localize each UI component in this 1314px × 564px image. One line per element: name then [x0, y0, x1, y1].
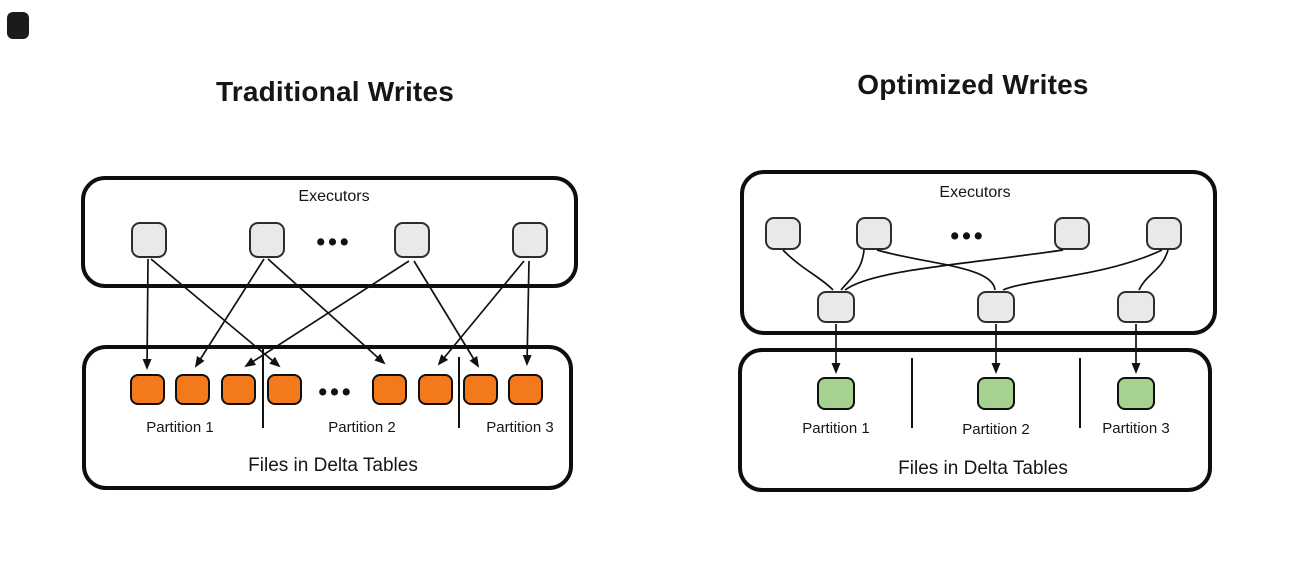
- executor-node: [765, 217, 801, 250]
- shuffle-node: [977, 291, 1015, 323]
- executor-node: [1146, 217, 1182, 250]
- executor-node: [394, 222, 430, 258]
- shuffle-node: [1117, 291, 1155, 323]
- traditional-writes-title: Traditional Writes: [215, 76, 455, 107]
- traditional-executors-label: Executors: [298, 188, 370, 205]
- file-block: [372, 374, 407, 405]
- file-block: [418, 374, 453, 405]
- partition-1-label: Partition 1: [146, 419, 214, 436]
- partition-2-label: Partition 2: [328, 419, 396, 436]
- file-block-optimized: [1117, 377, 1155, 410]
- optimized-executors-label: Executors: [939, 184, 1011, 201]
- executors-ellipsis: •••: [316, 228, 352, 256]
- executor-node: [131, 222, 167, 258]
- executors-ellipsis: •••: [950, 222, 986, 250]
- partition-3-label: Partition 3: [486, 419, 554, 436]
- partition-2-label: Partition 2: [962, 421, 1030, 438]
- file-block-optimized: [977, 377, 1015, 410]
- file-block: [175, 374, 210, 405]
- traditional-files-box: [82, 345, 573, 490]
- files-ellipsis: •••: [318, 378, 354, 406]
- executor-node: [249, 222, 285, 258]
- file-block-optimized: [817, 377, 855, 410]
- optimized-files-label: Files in Delta Tables: [898, 458, 1068, 479]
- optimized-writes-title: Optimized Writes: [857, 69, 1089, 100]
- traditional-files-label: Files in Delta Tables: [248, 455, 418, 476]
- partition-divider: [458, 357, 460, 428]
- file-block: [463, 374, 498, 405]
- partition-1-label: Partition 1: [802, 420, 870, 437]
- file-block: [267, 374, 302, 405]
- corner-mark-icon: [7, 12, 29, 39]
- file-block: [508, 374, 543, 405]
- executor-node: [1054, 217, 1090, 250]
- file-block: [221, 374, 256, 405]
- partition-divider: [1079, 358, 1081, 428]
- executor-node: [512, 222, 548, 258]
- shuffle-node: [817, 291, 855, 323]
- partition-3-label: Partition 3: [1102, 420, 1170, 437]
- file-block: [130, 374, 165, 405]
- partition-divider: [911, 358, 913, 428]
- partition-divider: [262, 349, 264, 428]
- executor-node: [856, 217, 892, 250]
